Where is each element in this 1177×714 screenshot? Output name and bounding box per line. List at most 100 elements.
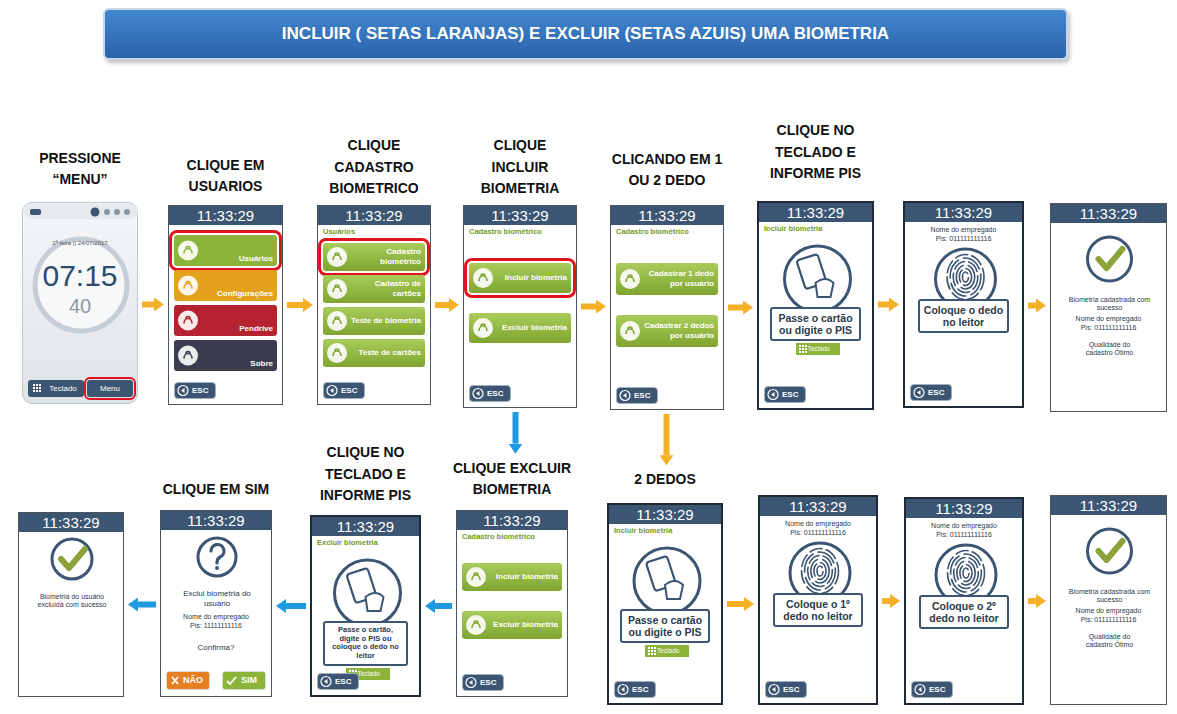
step-heading: CLIQUE NO TECLADO E INFORME PIS: [760, 120, 872, 185]
label: Cadastro de cartões: [349, 279, 421, 297]
label: 11:33:29: [789, 499, 846, 514]
menu-button: Configurações: [174, 270, 277, 301]
screen: Biometria do usuário excluída com sucess…: [18, 512, 124, 697]
message-box: Passe o cartão, digite o PIS ou coloque …: [323, 621, 408, 666]
label: ESC: [341, 386, 357, 395]
message-box: Coloque o 1º dedo no leitor: [773, 593, 863, 627]
screen-text: Biometria cadastrada com sucesso: [1060, 588, 1160, 605]
time-bar: 11:33:29: [905, 203, 1022, 222]
esc-button: ESC: [765, 681, 807, 698]
time-bar: 11:33:29: [760, 497, 876, 516]
flow-arrow: [435, 603, 452, 609]
menu-button: Usuários: [174, 235, 277, 266]
no-button: NÃO: [166, 671, 210, 690]
button-icon: [616, 263, 646, 295]
screen-text: Cadastro biométrico: [616, 227, 718, 236]
esc-button: ESC: [317, 673, 359, 690]
label: ESC: [487, 389, 503, 398]
title: INCLUIR ( SETAS LARANJAS) E EXCLUIR (SET…: [282, 24, 889, 44]
label: ESC: [480, 678, 496, 687]
screen-text: Nome do empregado: [1054, 315, 1163, 323]
label: ESC: [929, 685, 945, 694]
flow-arrow: [728, 305, 743, 311]
button-icon: [469, 263, 499, 293]
screen: Nome do empregadoPis: 01111111111611:33:…: [904, 497, 1024, 705]
screen: Nome do empregadoPis: 011111111116 11:33:…: [758, 495, 878, 705]
screen-text: Cadastro biométrico: [469, 227, 571, 236]
menu-button: Cadastrar 1 dedo por usuário: [616, 263, 718, 295]
label: 11:33:29: [197, 208, 254, 223]
esc-button: ESC: [614, 681, 656, 698]
label: Passe o cartão ou digite o PIS: [774, 312, 857, 336]
esc-button: ESC: [911, 681, 953, 698]
esc-button: ESC: [323, 382, 365, 399]
screen-text: Pis: 011111111116: [1054, 616, 1163, 624]
screen-text: Incluir biometria: [764, 224, 867, 233]
flow-arrow: [435, 302, 449, 308]
screen-text: Qualidade do cadastro Ótimo: [1075, 633, 1145, 650]
screen-text: Usuários: [323, 227, 425, 236]
time-bar: 11:33:29: [609, 505, 721, 524]
time-bar: 11:33:29: [161, 511, 271, 530]
label: ESC: [192, 386, 208, 395]
label: Incluir biometria: [496, 572, 558, 581]
label: ESC: [928, 388, 944, 397]
menu-button: Incluir biometria: [469, 263, 571, 293]
button-icon: [616, 315, 646, 347]
message-box: Passe o cartão ou digite o PIS: [770, 307, 861, 341]
step-heading: CLIQUE EM SIM: [156, 479, 276, 501]
label: 11:33:29: [1080, 206, 1137, 221]
screen-text: Qualidade do cadastro Ótimo: [1075, 341, 1145, 358]
label: NÃO: [183, 675, 203, 685]
screen: Biometria cadastrada com sucessoNome do …: [1050, 495, 1167, 705]
label: 11:33:29: [483, 513, 540, 528]
screen-text: Excluir biometria: [317, 538, 414, 547]
label: Teclado: [808, 345, 830, 352]
screen-text: Pis: 11111111116: [164, 622, 268, 630]
label: Coloque o 1º dedo no leitor: [777, 598, 859, 622]
flow-arrow: [513, 412, 519, 444]
menu-button: Teste de cartões: [323, 339, 425, 367]
step-heading: PRESSIONE “MENU”: [23, 148, 138, 191]
screen-text: 40: [26, 294, 134, 318]
button-icon: [174, 305, 204, 336]
label: Pendrive: [239, 324, 273, 333]
flow-arrow: [1028, 303, 1036, 309]
screen: CLIQUE CADASTRO BIOMETRICOUsuários11:33:…: [317, 205, 431, 405]
time-bar: 11:33:29: [464, 206, 576, 225]
screen: CLIQUE NO TECLADO E INFORME PISIncluir b…: [757, 201, 874, 410]
screen-text: Pis: 011111111116: [909, 531, 1019, 539]
button-icon: [323, 307, 353, 335]
label: Incluir biometria: [505, 273, 567, 282]
label: 11:33:29: [337, 519, 394, 534]
label: 11:33:29: [636, 507, 693, 522]
message-box: Coloque o dedo no leitor: [918, 299, 1009, 333]
time-bar: 11:33:29: [169, 206, 282, 225]
yes-button: SIM: [222, 671, 266, 690]
label: Excluir biometria: [502, 323, 567, 332]
screen: CLIQUE EM USUARIOS11:33:29UsuáriosConfig…: [168, 205, 283, 405]
menu-button: Pendrive: [174, 305, 277, 336]
keypad-button: Teclado: [796, 343, 840, 355]
screen-text: Nome do empregado: [164, 613, 268, 621]
menu-button: Sobre: [174, 340, 277, 371]
screen-text: Pis: 011111111116: [763, 529, 873, 537]
flow-arrow: [287, 302, 303, 308]
label: SIM: [241, 675, 257, 685]
button-icon: [174, 270, 204, 301]
screen-text: Nome do empregado: [763, 520, 873, 528]
step-heading: 2 DEDOS: [609, 469, 721, 491]
button-icon: [174, 340, 204, 371]
screen: CLIQUE INCLUIR BIOMETRIACadastro biométr…: [463, 205, 577, 408]
screen: 2 DEDOSIncluir biometria11:33:29Passe o …: [607, 503, 723, 705]
label: Configurações: [217, 289, 273, 298]
flow-arrow: [286, 603, 306, 609]
button-icon: [323, 243, 353, 271]
message-box: Passe o cartão ou digite o PIS: [620, 609, 710, 643]
screen-text: Pis: 011111111116: [1054, 324, 1163, 332]
label: Teclado: [358, 670, 380, 677]
time-bar: 11:33:29: [759, 203, 872, 222]
label: Coloque o dedo no leitor: [922, 304, 1005, 328]
screen-text: Nome do empregado: [909, 522, 1019, 530]
esc-button: ESC: [469, 385, 511, 402]
